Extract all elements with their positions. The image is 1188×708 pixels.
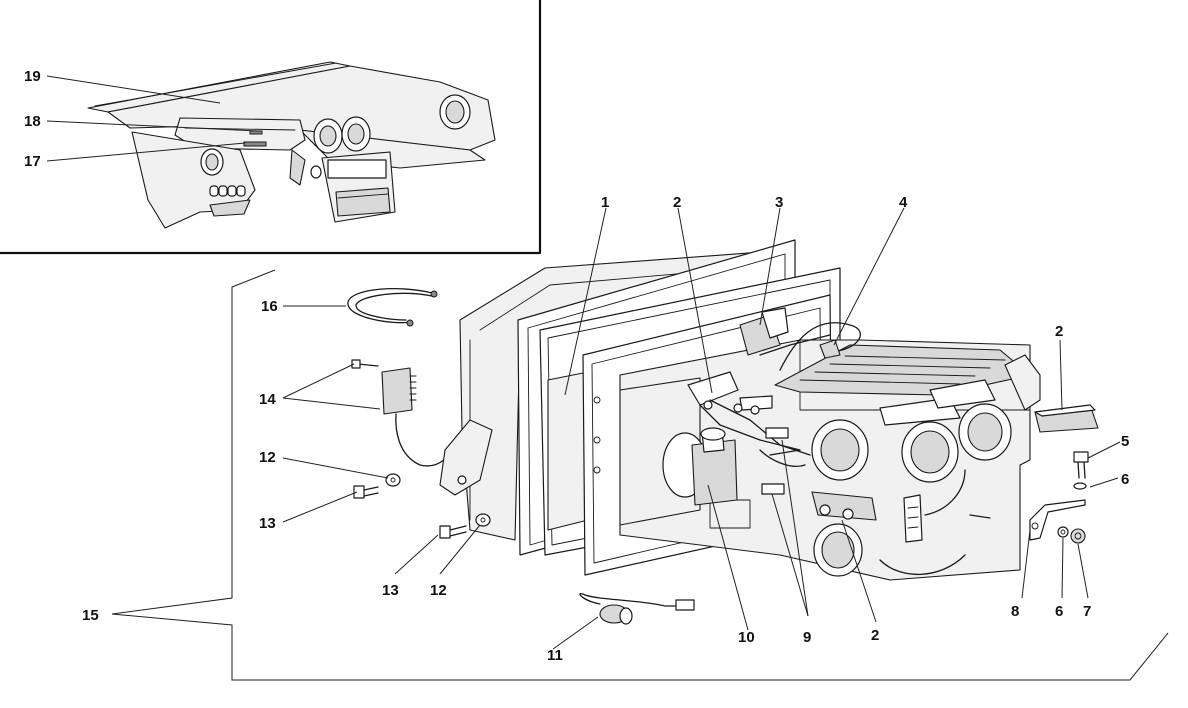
linkage-assembly	[687, 371, 811, 456]
washer-6b	[1057, 526, 1069, 538]
callout-17: 17	[24, 153, 41, 170]
screw-13b	[439, 525, 467, 539]
resistor-14	[351, 359, 461, 467]
group-bracket-15	[111, 269, 1169, 681]
callout-4: 4	[899, 194, 908, 211]
callout-1: 1	[601, 194, 609, 211]
sensor-11	[579, 593, 695, 625]
callout-13-bottom: 13	[382, 582, 399, 599]
callout-labels: 1 2 3 4 2 5 6 16 14 12 13 13 12 15 11 10…	[24, 68, 1129, 664]
dashboard-illustration	[87, 61, 496, 229]
callout-12-left: 12	[259, 449, 276, 466]
callout-13-left: 13	[259, 515, 276, 532]
side-vent-slats	[209, 185, 246, 197]
heater-housing	[459, 239, 1041, 581]
washer-6a	[1073, 482, 1087, 490]
callout-8: 8	[1011, 603, 1019, 620]
callout-19: 19	[24, 68, 41, 85]
servo-3	[739, 307, 831, 356]
connector-9a	[759, 427, 806, 495]
wire-16	[347, 288, 438, 327]
callout-2-bottom: 2	[871, 627, 879, 644]
callout-18: 18	[24, 113, 41, 130]
actuator-2-lower	[811, 491, 877, 521]
callout-16: 16	[261, 298, 278, 315]
side-connector	[879, 469, 966, 576]
callout-5: 5	[1121, 433, 1129, 450]
sensor-wire-4	[779, 322, 862, 371]
callout-14: 14	[259, 391, 276, 408]
blower-clip	[439, 419, 493, 496]
callout-10: 10	[738, 629, 755, 646]
module-2-right	[1034, 404, 1099, 433]
callout-6-upper: 6	[1121, 471, 1129, 488]
actuator-motor-10	[662, 427, 738, 506]
leader-lines	[46, 75, 1121, 650]
washer-12b	[475, 513, 491, 527]
callout-2-right: 2	[1055, 323, 1063, 340]
callout-9: 9	[803, 629, 811, 646]
callout-11: 11	[547, 647, 563, 664]
callout-2-top: 2	[673, 194, 681, 211]
resistor-pins	[409, 375, 417, 401]
callout-12-bottom: 12	[430, 582, 447, 599]
screw-5	[1073, 451, 1089, 479]
callout-3: 3	[775, 194, 783, 211]
bracket-8	[969, 499, 1086, 541]
callout-6-lower: 6	[1055, 603, 1063, 620]
washer-12a	[385, 473, 401, 487]
inset-frame	[0, 0, 542, 255]
nut-7	[1070, 528, 1086, 544]
screw-13a	[353, 485, 379, 499]
callout-7: 7	[1083, 603, 1091, 620]
callout-15: 15	[82, 607, 99, 624]
